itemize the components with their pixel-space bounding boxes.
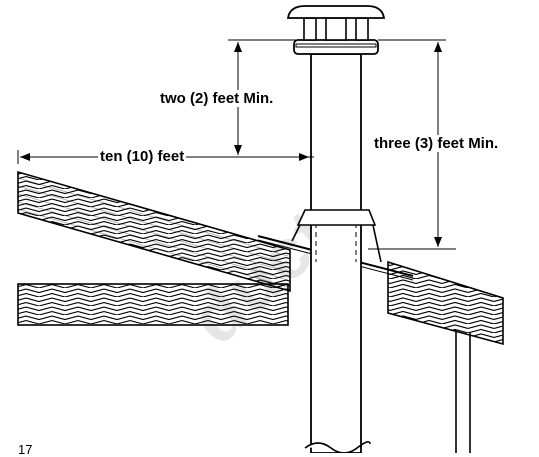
roof-rafter-upper <box>17 170 291 293</box>
ten-feet-label: ten (10) feet <box>98 148 187 165</box>
page-number-fragment: 17 <box>18 442 33 457</box>
two-feet-label: two (2) feet Min. <box>158 90 276 107</box>
three-feet-label: three (3) feet Min. <box>372 135 501 152</box>
chimney-cap <box>286 5 386 55</box>
support-post <box>455 330 471 453</box>
ceiling-joist-left <box>17 283 289 326</box>
chimney-pipe <box>304 53 371 453</box>
roof-rafter-right <box>387 260 504 346</box>
storm-collar <box>291 209 382 263</box>
